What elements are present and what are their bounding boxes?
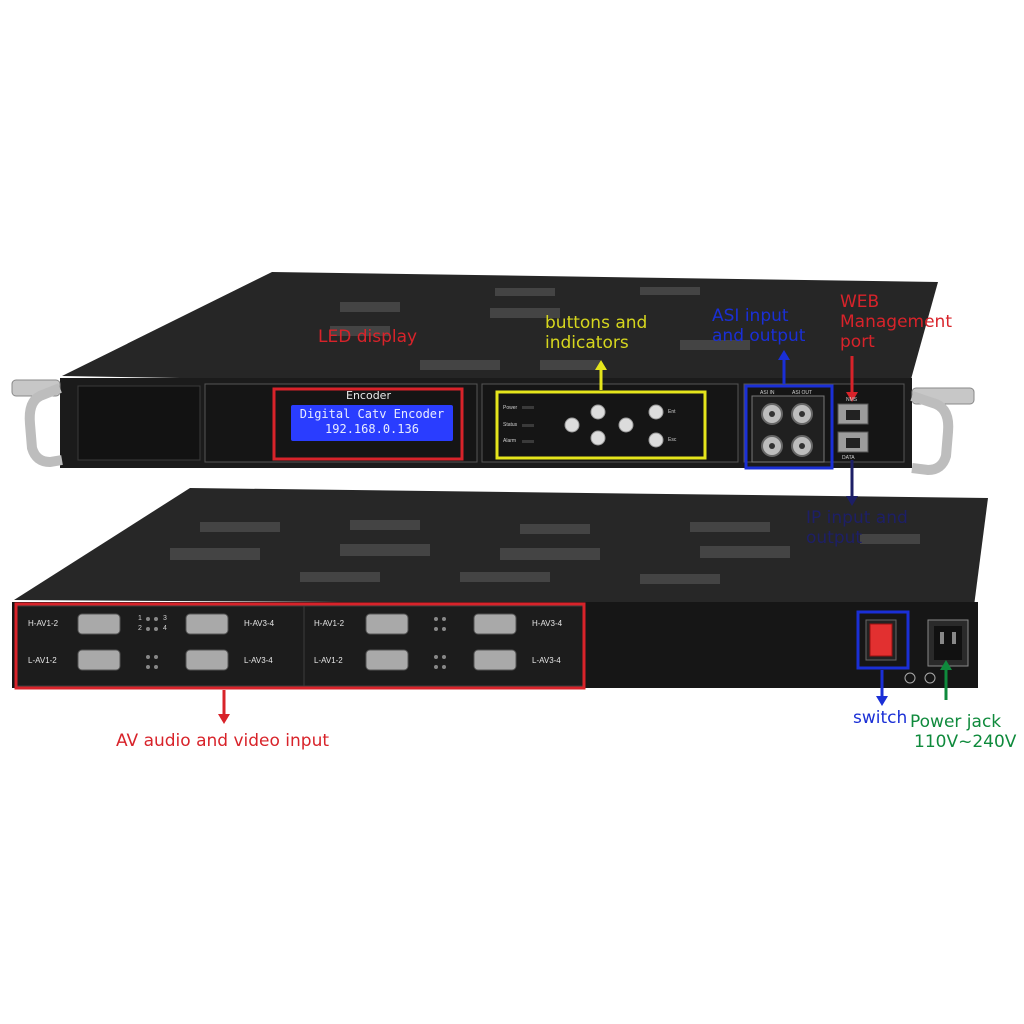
front-unit-top-cover [62,272,938,390]
web-management-label: WEB Management port [840,292,952,352]
indicator-power-label: Power [503,405,518,411]
esc-button-label: Esc [668,437,677,443]
front-blank-panel [77,385,201,461]
led-line-1: Digital Catv Encoder [299,407,445,421]
indicator-alarm-label: Alarm [503,438,517,444]
asi-in-label: ASI IN [760,390,775,396]
front-nav-buttons [564,404,664,448]
ent-button-label: Ent [668,409,676,415]
power-jack-voltage-label: 110V~240V [914,732,1017,752]
rear-unit-top-cover [14,488,988,606]
power-jack [904,619,969,684]
rear-unit-vents [170,520,920,584]
led-number: 2 [138,625,142,632]
nms-port-label: NMS [846,397,858,403]
data-port-label: DATA [842,455,855,461]
front-unit-vents [330,287,750,370]
asi-bnc-connectors [751,395,825,463]
av-status-leds [146,617,446,669]
callout-arrows [218,350,952,724]
av-callout-box [14,602,586,690]
led-display-callout-box [272,387,464,461]
rj45-ports [837,403,869,453]
av-input-label: AV audio and video input [116,731,330,751]
led-number: 1 [138,615,142,622]
buttons-indicators-label: buttons and indicators [545,313,648,353]
led-display-label: LED display [318,327,418,347]
av-port-label: L-AV3-4 [532,656,561,665]
led-number: 3 [163,615,167,622]
av-connectors [77,613,517,671]
front-indicator-leds [522,406,534,443]
right-rack-handle [910,387,975,476]
rear-av-card-left [15,605,305,687]
av-port-label: H-AV3-4 [532,619,563,628]
power-switch [865,619,897,661]
av-port-label: H-AV1-2 [28,619,59,628]
av-port-label: L-AV1-2 [28,656,57,665]
av-port-label: H-AV3-4 [244,619,275,628]
indicator-status-label: Status [503,422,518,428]
asi-io-label: ASI input and output [712,306,806,346]
led-screen: Digital Catv Encoder 192.168.0.136 [291,405,453,441]
buttons-callout-box [495,390,707,460]
switch-label: switch [853,708,908,728]
power-jack-label: Power jack [910,712,1002,732]
led-number: 4 [163,625,167,632]
av-port-label: L-AV1-2 [314,656,343,665]
switch-callout-box [856,610,910,670]
asi-out-label: ASI OUT [792,390,813,396]
asi-callout-box [744,384,834,470]
av-port-label: L-AV3-4 [244,656,273,665]
av-port-label: H-AV1-2 [314,619,345,628]
led-title: Encoder [346,389,391,402]
ip-io-label: IP input and output [806,508,908,548]
left-rack-handle [11,379,63,468]
front-button-panel [481,383,739,463]
led-line-2: 192.168.0.136 [325,422,419,436]
